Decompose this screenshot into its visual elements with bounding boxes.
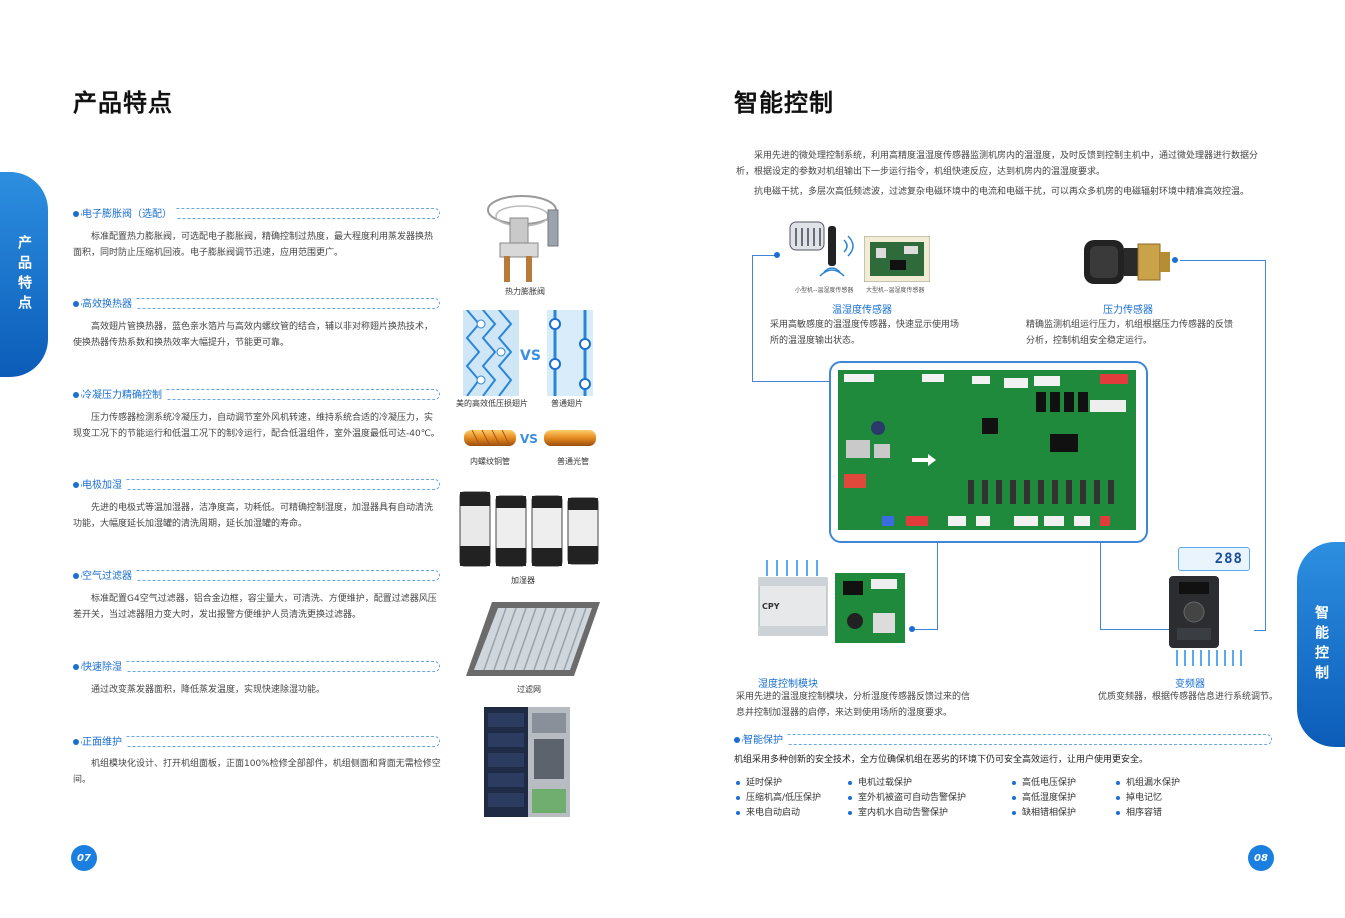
caption-small-sensor: 小型机--温湿度传感器	[795, 287, 854, 294]
inverter-display-value: 288	[1214, 551, 1243, 567]
fin-comparison-image: VS	[463, 310, 593, 396]
caption-tube-plain: 普通光管	[557, 457, 589, 466]
humidity-module-heat-image	[758, 560, 828, 636]
feature-title: 正面维护	[82, 733, 126, 748]
feature-heading-dehumidify: 快速除湿	[73, 658, 440, 674]
page-number-left: 07	[71, 845, 97, 871]
protection-item: 来电自动启动	[736, 805, 800, 818]
protection-item: 电机过载保护	[848, 775, 912, 788]
caption-humidifier: 加湿器	[511, 576, 535, 585]
connector-line	[1254, 630, 1266, 632]
feature-body-dehumidify: 通过改变蒸发器面积，降低蒸发温度，实现快速除湿功能。	[91, 685, 326, 695]
connector-line	[752, 255, 778, 257]
connector-line	[752, 255, 754, 381]
feature-heading-filter: 空气过滤器	[73, 567, 440, 583]
connector-line	[912, 629, 938, 631]
side-tab-right: 智能控制	[1297, 542, 1345, 747]
humidity-module-board-image	[835, 573, 905, 643]
protection-item: 相序容错	[1116, 805, 1162, 818]
feature-body-valve: 标准配置热力膨胀阀，可选配电子膨胀阀，精确控制过热度，最大程度利用蒸发器换热面积…	[73, 232, 434, 258]
protection-intro: 机组采用多种创新的安全技术，全方位确保机组在恶劣的环境下仍可安全高效运行，让用户…	[734, 755, 1149, 765]
feature-body-humidify: 先进的电极式等温加湿器，洁净度高，功耗低。可精确控制湿度，加湿器具有自动清洗功能…	[73, 503, 434, 529]
inverter-image	[1169, 576, 1242, 666]
feature-body-pressure: 压力传感器检测系统冷凝压力，自动调节室外风机转速，维持系统合适的冷凝压力，实现变…	[73, 413, 440, 439]
intro-paragraph-1: 采用先进的微处理控制系统，利用高精度温湿度传感器监测机房内的温湿度，及时反馈到控…	[736, 151, 1259, 177]
tube-comparison-image: VS	[464, 429, 596, 447]
connector-line	[1100, 538, 1102, 630]
feature-body-filter: 标准配置G4空气过滤器，铝合金边框，容尘量大，可清洗、方便维护，配置过滤器风压差…	[73, 594, 437, 620]
protection-title: 智能保护	[743, 731, 787, 746]
module-brand-label: CPY	[762, 602, 780, 611]
feature-title: 电极加湿	[82, 476, 126, 491]
connector-line	[1265, 260, 1267, 630]
caption-valve: 热力膨胀阀	[505, 287, 545, 296]
caption-large-sensor: 大型机--温湿度传感器	[866, 287, 925, 294]
protection-item: 室内机水自动告警保护	[848, 805, 948, 818]
protection-item: 高低电压保护	[1012, 775, 1076, 788]
page-title-right: 智能控制	[734, 89, 834, 117]
temp-sensor-desc: 采用高敏感度的温湿度传感器，快速显示使用场所的温湿度输出状态。	[770, 320, 960, 346]
protection-item: 机组漏水保护	[1116, 775, 1180, 788]
svg-text:VS: VS	[520, 432, 538, 446]
inverter-desc: 优质变频器，根据传感器信息进行系统调节。	[1098, 692, 1279, 702]
inverter-title: 变频器	[1175, 679, 1205, 690]
feature-title: 空气过滤器	[82, 567, 136, 582]
protection-heading: 智能保护	[734, 731, 1272, 747]
connector-line	[937, 538, 939, 630]
feature-title: 快速除湿	[82, 658, 126, 673]
caption-fin-efficient: 美的高效低压损翅片	[456, 399, 528, 408]
feature-heading-exchanger: 高效换热器	[73, 295, 440, 311]
protection-item: 延时保护	[736, 775, 782, 788]
page-title-left: 产品特点	[73, 89, 173, 117]
small-temp-sensor-image	[789, 221, 854, 277]
feature-title: 高效换热器	[82, 295, 136, 310]
feature-heading-maintenance: 正面维护	[73, 733, 440, 749]
temp-sensor-title: 温湿度传感器	[832, 305, 892, 316]
caption-filter: 过滤网	[517, 685, 541, 694]
caption-tube-inner: 内螺纹铜管	[470, 457, 510, 466]
connector-dot	[774, 252, 780, 258]
connector-line	[752, 381, 832, 383]
humidifier-image	[459, 491, 599, 567]
cabinet-unit-image	[484, 707, 570, 817]
page-number-right: 08	[1248, 845, 1274, 871]
intro-paragraph-2: 抗电磁干扰，多层次高低频滤波，过滤复杂电磁环境中的电流和电磁干扰，可以再众多机房…	[754, 187, 1250, 197]
pressure-sensor-title: 压力传感器	[1103, 305, 1153, 316]
feature-heading-pressure: 冷凝压力精确控制	[73, 386, 440, 402]
large-temp-sensor-image	[864, 236, 930, 282]
humidity-module-desc: 采用先进的温湿度控制模块，分析湿度传感器反馈过来的信息并控制加湿器的启停，来达到…	[736, 692, 971, 718]
caption-fin-normal: 普通翅片	[551, 399, 583, 408]
svg-text:VS: VS	[520, 348, 541, 364]
feature-body-exchanger: 高效翅片管换热器，蓝色亲水箔片与高效内螺纹管的结合，辅以非对称翅片换热技术，使换…	[73, 322, 434, 348]
feature-heading-valve: 电子膨胀阀（选配）	[73, 205, 440, 221]
inverter-display: 288	[1178, 547, 1250, 571]
side-tab-left: 产品特点	[0, 172, 48, 377]
main-control-board-image	[838, 370, 1136, 530]
protection-item: 高低湿度保护	[1012, 790, 1076, 803]
side-tab-left-label: 产品特点	[16, 234, 32, 315]
feature-body-maintenance: 机组模块化设计、打开机组面板，正面100%检修全部部件，机组侧面和背面无需检修空…	[73, 759, 441, 785]
feature-title: 冷凝压力精确控制	[82, 386, 166, 401]
connector-line	[1100, 629, 1170, 631]
protection-item: 缺相错相保护	[1012, 805, 1076, 818]
protection-item: 压缩机高/低压保护	[736, 790, 821, 803]
feature-title: 电子膨胀阀（选配）	[82, 205, 176, 220]
connector-line	[1180, 260, 1266, 262]
protection-item: 掉电记忆	[1116, 790, 1162, 803]
connector-dot	[1172, 257, 1178, 263]
feature-heading-humidify: 电极加湿	[73, 476, 440, 492]
side-tab-right-label: 智能控制	[1313, 604, 1329, 685]
connector-dot	[909, 626, 915, 632]
protection-item: 室外机被盗可自动告警保护	[848, 790, 966, 803]
expansion-valve-image	[487, 195, 559, 282]
filter-image	[466, 602, 600, 676]
pressure-sensor-image	[1084, 240, 1170, 284]
pressure-sensor-desc: 精确监测机组运行压力，机组根据压力传感器的反馈分析，控制机组安全稳定运行。	[1026, 320, 1234, 346]
humidity-module-title: 湿度控制模块	[758, 679, 818, 690]
